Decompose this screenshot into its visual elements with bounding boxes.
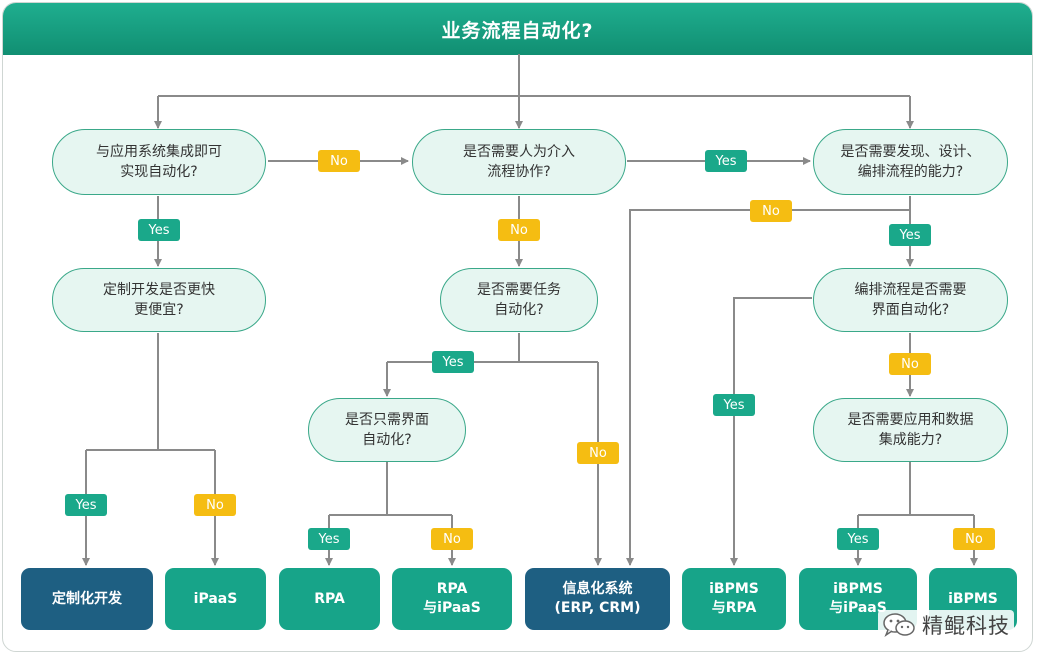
connector-q3-no-o5: [626, 196, 911, 566]
no-label-q3: No: [750, 200, 792, 222]
question-orchestration-ui: 编排流程是否需要 界面自动化?: [813, 268, 1008, 332]
outcome-rpa: RPA: [279, 568, 380, 630]
no-label-q7: No: [889, 353, 931, 375]
connector-title-to-questions: [158, 54, 910, 97]
question-process-discovery: 是否需要发现、设计、 编排流程的能力?: [813, 129, 1008, 195]
question-custom-dev: 定制开发是否更快 更便宜?: [52, 268, 266, 332]
outcome-custom-dev: 定制化开发: [21, 568, 153, 630]
yes-label-q1: Yes: [138, 219, 180, 241]
outcome-ipaas: iPaaS: [165, 568, 266, 630]
no-label-q4: No: [194, 494, 236, 516]
diagram-title: 业务流程自动化?: [3, 3, 1032, 55]
question-system-integration: 与应用系统集成即可 实现自动化?: [52, 129, 266, 195]
yes-label-q5: Yes: [432, 351, 474, 373]
no-label-q5: No: [577, 442, 619, 464]
connector-q7-yes-o6: [730, 297, 812, 566]
connector-q5-branch: [387, 333, 598, 363]
yes-label-q8: Yes: [837, 528, 879, 550]
question-human-intervention: 是否需要人为介入 流程协作?: [412, 129, 626, 195]
no-label-q8: No: [953, 528, 995, 550]
no-label-q1: No: [318, 150, 360, 172]
question-ui-only: 是否只需界面 自动化?: [308, 398, 466, 462]
yes-label-q4: Yes: [65, 494, 107, 516]
outcome-ibpms-rpa: iBPMS 与RPA: [682, 568, 786, 630]
yes-label-q2: Yes: [705, 150, 747, 172]
no-label-q2: No: [498, 219, 540, 241]
outcome-rpa-ipaas: RPA 与iPaaS: [392, 568, 512, 630]
yes-label-q3: Yes: [889, 224, 931, 246]
connector-q8-branch: [858, 462, 974, 516]
watermark-text: 精鲲科技: [922, 614, 1010, 638]
yes-label-q6: Yes: [308, 528, 350, 550]
no-label-q6: No: [431, 528, 473, 550]
wechat-icon: [883, 613, 915, 637]
connector-q6-branch: [329, 462, 452, 516]
question-app-data-integration: 是否需要应用和数据 集成能力?: [813, 398, 1008, 462]
question-task-automation: 是否需要任务 自动化?: [440, 268, 598, 332]
yes-label-q7: Yes: [713, 394, 755, 416]
outcome-info-system: 信息化系统 (ERP, CRM): [525, 568, 670, 630]
watermark: 精鲲科技: [878, 610, 1014, 640]
connector-q4-branch: [86, 333, 215, 451]
